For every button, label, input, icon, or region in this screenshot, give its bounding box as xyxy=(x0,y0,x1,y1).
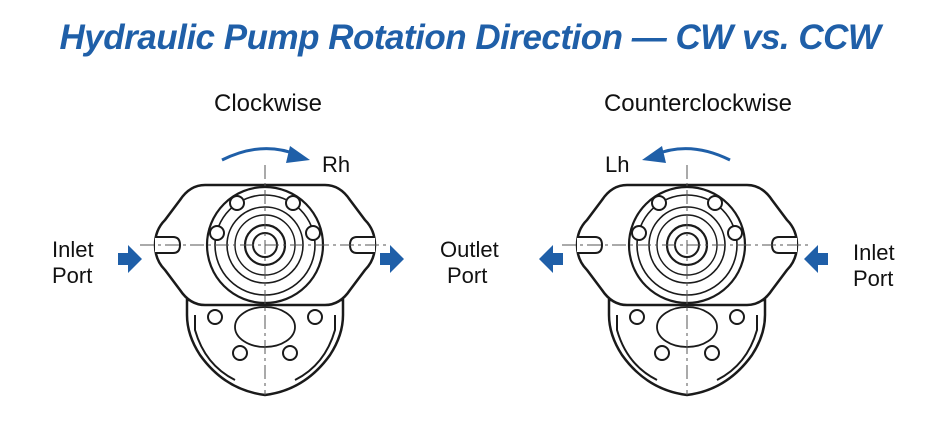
left-outlet-arrow xyxy=(380,245,404,273)
counterclockwise-rotation-arrow xyxy=(653,147,731,162)
right-inlet-label-line2: Port xyxy=(853,266,894,291)
clockwise-heading: Clockwise xyxy=(213,90,323,117)
left-inlet-arrow xyxy=(118,245,142,273)
clockwise-pump-drawing xyxy=(138,163,392,397)
outlet-label-line1: Outlet xyxy=(440,237,499,262)
counterclockwise-pump-drawing xyxy=(560,163,814,397)
clockwise-rotation-arrow xyxy=(221,147,299,162)
left-inlet-label-line1: Inlet xyxy=(52,237,94,262)
right-outlet-arrow xyxy=(539,245,563,273)
right-inlet-label-line1: Inlet xyxy=(853,240,895,265)
counterclockwise-heading: Counterclockwise xyxy=(603,90,793,117)
diagram-title: Hydraulic Pump Rotation Direction — CW v… xyxy=(59,18,881,57)
counterclockwise-arrowhead xyxy=(642,146,666,163)
clockwise-arrowhead xyxy=(286,146,310,163)
left-inlet-label-line2: Port xyxy=(52,263,93,288)
lh-label: Lh xyxy=(605,152,630,177)
rh-label: Rh xyxy=(322,152,351,177)
outlet-label-line2: Port xyxy=(447,263,488,288)
right-inlet-arrow xyxy=(804,245,828,273)
